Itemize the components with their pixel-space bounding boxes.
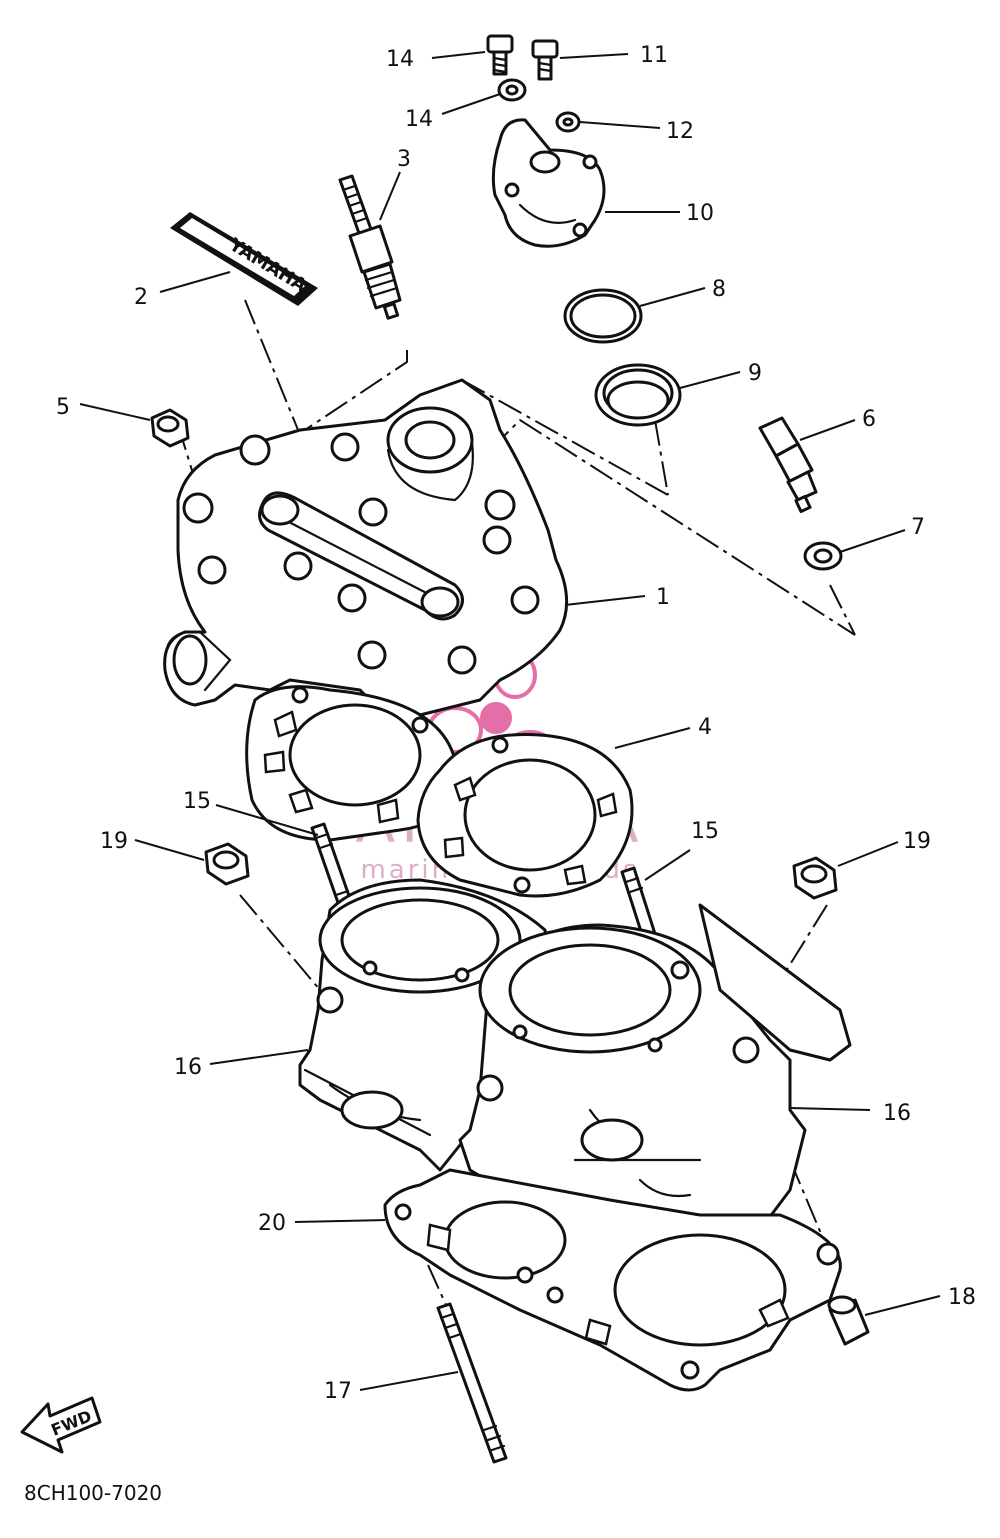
seal-9	[594, 363, 682, 427]
cylinder-16-front	[458, 903, 852, 1257]
stud-17	[436, 1302, 508, 1464]
decal-2: YAMAHA	[170, 212, 318, 306]
temp-sensor-6	[758, 416, 818, 514]
base-gasket-20	[383, 1168, 842, 1392]
callout-20: 20	[258, 1211, 286, 1236]
callout-18: 18	[948, 1285, 976, 1310]
callout-15-left: 15	[183, 789, 211, 814]
thermostat-cover-10	[491, 118, 606, 248]
washer-7	[803, 541, 843, 571]
callout-4: 4	[698, 715, 712, 740]
fwd-arrow-icon: FWD	[20, 1396, 102, 1454]
nut-5	[150, 408, 190, 448]
callout-9: 9	[748, 361, 762, 386]
leader-lines	[79, 51, 941, 1391]
bolt-13	[486, 34, 514, 76]
diagram-code: 8CH100-7020	[24, 1481, 162, 1505]
callout-5: 5	[56, 395, 70, 420]
callout-8: 8	[712, 277, 726, 302]
callout-13: 14	[386, 47, 414, 72]
bolt-11	[531, 39, 559, 81]
callout-19-right: 19	[903, 829, 931, 854]
spark-plug-3	[338, 174, 402, 320]
callout-16-right: 16	[883, 1101, 911, 1126]
callout-3: 3	[397, 147, 411, 172]
nut-19-left	[204, 842, 250, 886]
dowel-18	[827, 1295, 870, 1346]
washer-14	[497, 78, 527, 102]
callout-14: 14	[405, 107, 433, 132]
callout-15-right: 15	[691, 819, 719, 844]
callout-16-left: 16	[174, 1055, 202, 1080]
callout-1: 1	[656, 585, 670, 610]
callout-10: 10	[686, 201, 714, 226]
callout-19-left: 19	[100, 829, 128, 854]
o-ring-8	[563, 288, 643, 344]
callout-6: 6	[862, 407, 876, 432]
callout-7: 7	[911, 515, 925, 540]
callout-2: 2	[134, 285, 148, 310]
callout-labels: 14 11 14 12 10 3 2 8 9 6 7 5 1 4 15 15 1…	[56, 43, 976, 1404]
head-gasket-4-rear	[245, 685, 460, 842]
head-gasket-4-front	[416, 732, 634, 898]
nut-19-right	[792, 856, 838, 900]
cylinder-head-1	[163, 378, 569, 717]
washer-12	[555, 111, 581, 133]
callout-12: 12	[666, 119, 694, 144]
callout-17: 17	[324, 1379, 352, 1404]
callout-11: 11	[640, 43, 668, 68]
